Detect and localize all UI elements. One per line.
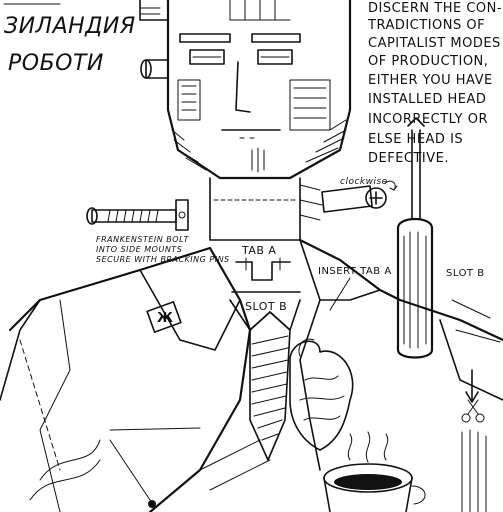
tie-outline bbox=[249, 311, 291, 461]
frankenstein-bolt: FRANKENSTEIN BOLT INTO SIDE MOUNTS SECUR… bbox=[86, 199, 230, 264]
screwdriver-handle bbox=[396, 217, 434, 359]
instruction-line-7: INCORRECTLY OR bbox=[368, 112, 488, 127]
exposed-heart bbox=[289, 338, 354, 451]
bolt-label-2: INTO SIDE MOUNTS bbox=[96, 245, 182, 254]
screwdriver-tip bbox=[407, 117, 425, 127]
tab-a-shape bbox=[235, 261, 291, 281]
chin-stripes bbox=[251, 147, 265, 173]
screw-cross-icon bbox=[369, 191, 383, 205]
left-jaw-hatching bbox=[171, 129, 207, 171]
right-sleeve-lines bbox=[451, 299, 501, 343]
nose bbox=[235, 61, 251, 113]
right-cheek-panel bbox=[289, 79, 331, 131]
right-jacket-front bbox=[299, 299, 321, 471]
tab-slot-diagram: TAB A SLOT B bbox=[231, 244, 301, 313]
instruction-line-5: EITHER YOU HAVE bbox=[368, 73, 493, 88]
scissors-loop-right-icon bbox=[475, 413, 485, 423]
scissors-blades-icon bbox=[467, 399, 479, 415]
left-arm-line bbox=[39, 299, 71, 512]
head-top-left-lines bbox=[139, 7, 161, 15]
bolt-head bbox=[86, 207, 98, 225]
instruction-line-4: OF PRODUCTION, bbox=[368, 54, 488, 69]
right-eye bbox=[257, 49, 293, 65]
slot-b-label: SLOT B bbox=[245, 300, 287, 313]
scissors-loop-left-icon bbox=[461, 413, 471, 423]
left-eye bbox=[189, 49, 225, 65]
left-cheek-panel bbox=[177, 79, 201, 121]
bottom-left-details bbox=[29, 427, 271, 508]
neck-outline bbox=[209, 177, 301, 241]
bolt-label-3: SECURE WITH BRACKING PINS bbox=[96, 255, 230, 264]
coffee-cup bbox=[323, 431, 426, 512]
title-block: ЗИЛАНДИЯ РОБОТИ bbox=[3, 3, 136, 76]
tab-a-label: TAB A bbox=[241, 244, 276, 257]
lapel-badge bbox=[146, 301, 182, 333]
screw-body bbox=[321, 185, 373, 213]
loose-wires bbox=[29, 439, 101, 501]
instruction-line-2: TRADICTIONS OF bbox=[367, 18, 485, 33]
down-arrowhead bbox=[465, 391, 479, 403]
instruction-line-3: CAPITALIST MODES bbox=[368, 36, 501, 51]
clockwise-arrowhead bbox=[389, 185, 398, 191]
coffee-surface bbox=[334, 474, 402, 490]
right-cheek-lines bbox=[293, 87, 327, 119]
right-lapel bbox=[299, 239, 381, 301]
instruction-text: DISCERN THE CON- TRADICTIONS OF CAPITALI… bbox=[367, 1, 502, 166]
slot-b-right-label: SLOT B bbox=[446, 268, 485, 279]
cup-handle bbox=[411, 485, 426, 505]
screwdriver-handle-grooves bbox=[403, 231, 427, 349]
screw-head bbox=[365, 187, 387, 209]
pendulum-bar bbox=[109, 427, 201, 431]
hatch-strokes bbox=[199, 439, 271, 491]
head-top-stripes bbox=[229, 0, 291, 21]
screwdriver bbox=[396, 117, 434, 359]
robot-neck bbox=[209, 177, 323, 241]
right-sleeve bbox=[439, 319, 503, 401]
right-jaw-hatching bbox=[305, 119, 347, 163]
left-ear-bolt-head bbox=[140, 59, 152, 79]
bolt-threads bbox=[107, 209, 159, 223]
clockwise-label: clockwise bbox=[340, 177, 388, 187]
left-brow bbox=[179, 33, 231, 43]
left-sleeve-seam bbox=[19, 339, 61, 471]
pendulum-string bbox=[109, 439, 151, 501]
left-sleeve bbox=[0, 299, 41, 401]
title-line-1: ЗИЛАНДИЯ bbox=[4, 14, 136, 39]
bolt-mount-hole bbox=[178, 211, 186, 219]
title-line-2: РОБОТИ bbox=[8, 51, 104, 76]
left-ear-bolt bbox=[145, 59, 169, 79]
instruction-line-9: DEFECTIVE. bbox=[368, 151, 449, 166]
heart-vessel bbox=[298, 338, 315, 357]
heart-shape bbox=[289, 340, 354, 451]
striped-tie bbox=[249, 311, 291, 461]
robot-torso: Ж bbox=[0, 238, 503, 512]
left-cheek-lines bbox=[181, 85, 197, 111]
bolt-mount bbox=[175, 199, 189, 231]
left-lapel bbox=[139, 269, 241, 351]
lapel-badge-label: Ж bbox=[157, 311, 173, 326]
robot-head bbox=[139, 0, 352, 180]
head-outline bbox=[166, 0, 352, 180]
neck-right-hatching bbox=[299, 184, 323, 221]
clockwise-screw: clockwise bbox=[321, 177, 398, 213]
head-top-left-block bbox=[139, 0, 169, 21]
tab-a-arrows bbox=[245, 257, 281, 271]
pendulum-weight bbox=[148, 500, 156, 508]
tie-stripes bbox=[251, 335, 289, 441]
heart-veins bbox=[299, 375, 345, 421]
right-shoulder bbox=[298, 238, 503, 342]
instruction-line-8: ELSE HEAD IS bbox=[368, 132, 463, 147]
steam-wisps-icon bbox=[347, 431, 389, 463]
instruction-line-6: INSTALLED HEAD bbox=[368, 92, 486, 107]
insert-tab-pointer bbox=[329, 277, 351, 311]
right-brow bbox=[251, 33, 301, 43]
bolt-label-1: FRANKENSTEIN BOLT bbox=[96, 235, 190, 244]
instruction-line-1: DISCERN THE CON- bbox=[368, 1, 502, 16]
cup-sides bbox=[323, 477, 413, 512]
right-cut-strips bbox=[461, 429, 487, 512]
